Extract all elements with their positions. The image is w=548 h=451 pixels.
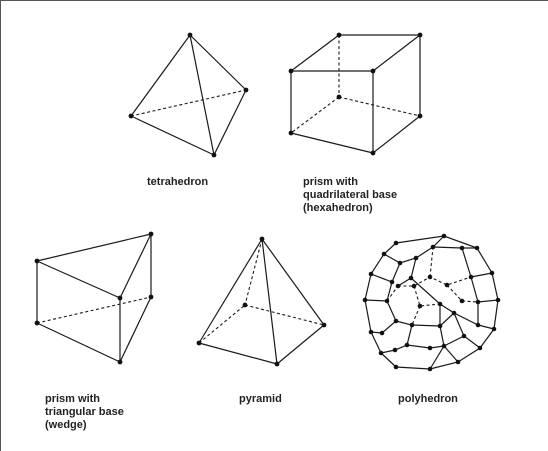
hexahedron-label-line-1: prism with [303, 176, 359, 188]
pyramid-label: pyramid [239, 393, 282, 406]
hexahedron-label-line-2: quadrilateral base [303, 189, 398, 201]
pyramid-edges [198, 238, 325, 365]
pyramid-label-line-1: pyramid [239, 393, 282, 405]
wedge-vertices [34, 231, 154, 365]
wedge-label-line-2: triangular base [45, 406, 124, 418]
hexahedron-vertices [288, 32, 423, 156]
hexahedron-label: prism with quadrilateral base (hexahedro… [303, 176, 397, 215]
pyramid-vertices [196, 236, 327, 367]
tetrahedron-vertices [128, 32, 249, 158]
wedge-label: prism with triangular base (wedge) [45, 393, 124, 432]
polyhedron-vertices [362, 233, 501, 372]
hexahedron-label-line-3: (hexahedron) [303, 202, 373, 214]
wedge-label-line-1: prism with [45, 393, 101, 405]
hexahedron-edges [290, 34, 421, 154]
tetrahedron-label: tetrahedron [147, 176, 208, 189]
tetrahedron-label-line-1: tetrahedron [147, 176, 209, 188]
wedge-edges [36, 233, 152, 363]
wedge-label-line-3: (wedge) [45, 419, 87, 431]
polyhedron-label: polyhedron [398, 393, 458, 406]
polyhedron-label-line-1: polyhedron [398, 393, 458, 405]
tetrahedron-edges [130, 34, 247, 156]
